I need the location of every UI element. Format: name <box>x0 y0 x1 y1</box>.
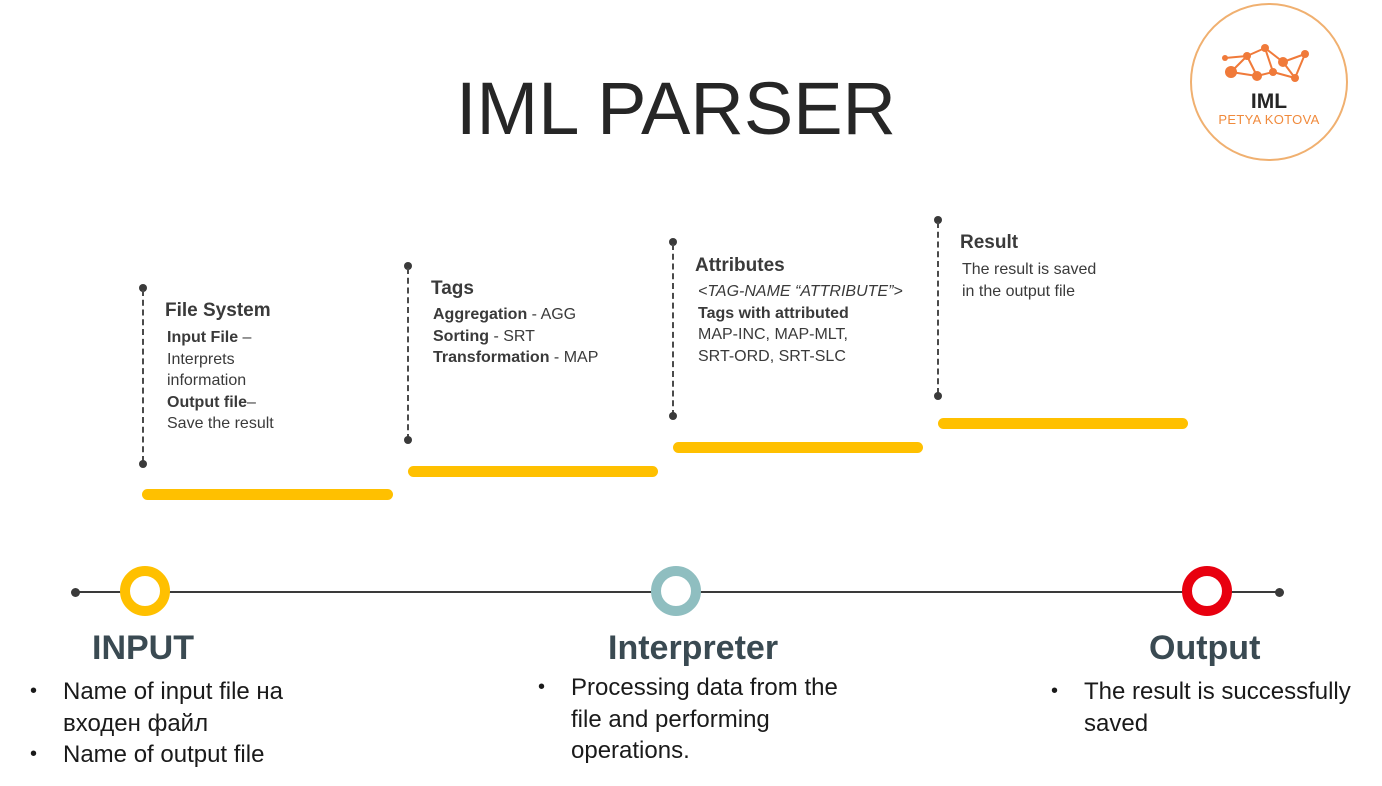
step-dashed-line <box>407 268 409 440</box>
separator: - <box>549 349 564 366</box>
separator: - <box>527 306 541 323</box>
attribute-subheading: Tags with attributed <box>698 304 849 322</box>
step-line-bottom-dot <box>404 436 412 444</box>
tag-item: Transformation - MAP <box>433 347 598 369</box>
step-line-bottom-dot <box>669 412 677 420</box>
result-text: in the output file <box>962 282 1075 300</box>
iml-logo <box>1190 3 1348 161</box>
input-label: INPUT <box>92 629 194 667</box>
list-item: Name of input file на входен файл <box>30 676 330 739</box>
output-bullets: The result is successfully saved <box>1051 676 1381 739</box>
input-node <box>120 566 170 616</box>
step-line-top-dot <box>669 238 677 246</box>
logo-network-lines <box>1224 47 1306 79</box>
logo-text-iml: IML <box>1250 90 1288 113</box>
tag-item: Sorting - SRT <box>433 326 598 348</box>
output-node <box>1182 566 1232 616</box>
step-dashed-line <box>937 222 939 394</box>
interpreter-bullets: Processing data from the file and perfor… <box>538 672 868 767</box>
input-file-label: Input File <box>167 329 239 346</box>
step-title: File System <box>165 300 271 321</box>
step-dashed-line <box>142 290 144 462</box>
input-bullets: Name of input file на входен файл Name o… <box>30 676 330 771</box>
logo-network-nodes <box>1222 44 1309 82</box>
step-bar <box>408 466 658 477</box>
tag-code: SRT <box>503 327 535 345</box>
separator: – <box>238 329 252 346</box>
input-file-desc: information <box>167 372 247 389</box>
attribute-codes: SRT-ORD, SRT-SLC <box>698 347 846 365</box>
list-item: Name of output file <box>30 739 330 771</box>
tag-label: Aggregation <box>433 306 528 323</box>
logo-text-author: PETYA KOTOVA <box>1218 112 1320 127</box>
attribute-codes: MAP-INC, MAP-MLT, <box>698 326 848 343</box>
separator: – <box>246 393 256 411</box>
output-file-label: Output file <box>167 393 247 411</box>
list-item: The result is successfully saved <box>1051 676 1381 739</box>
step-line-top-dot <box>404 262 412 270</box>
attribute-syntax: <TAG-NAME “ATTRIBUTE”> <box>698 283 903 300</box>
interpreter-node <box>651 566 701 616</box>
step-title: Tags <box>431 278 474 299</box>
step-bar <box>938 418 1188 429</box>
step-dashed-line <box>672 244 674 416</box>
step-line-bottom-dot <box>139 460 147 468</box>
step-line-bottom-dot <box>934 392 942 400</box>
result-text: The result is saved <box>962 261 1097 278</box>
separator: - <box>489 327 504 345</box>
interpreter-label: Interpreter <box>608 629 779 667</box>
tag-code: AGG <box>540 306 577 323</box>
logo-ring <box>1190 3 1348 161</box>
step-body: Aggregation - AGG Sorting - SRT Transfor… <box>433 304 598 369</box>
input-file-desc: Interprets <box>167 350 235 368</box>
tag-item: Aggregation - AGG <box>433 304 598 326</box>
output-file-desc: Save the result <box>167 415 274 432</box>
tag-label: Transformation <box>433 349 550 366</box>
step-title: Result <box>960 232 1019 253</box>
list-item: Processing data from the file and perfor… <box>538 672 868 767</box>
step-body: Input File – Interprets information Outp… <box>167 327 274 435</box>
timeline-start-dot <box>71 588 80 597</box>
step-title: Attributes <box>695 255 785 276</box>
tag-label: Sorting <box>433 327 489 345</box>
output-label: Output <box>1149 629 1261 667</box>
tag-code: MAP <box>563 349 599 366</box>
timeline-end-dot <box>1275 588 1284 597</box>
step-bar <box>142 489 393 500</box>
step-body: The result is saved in the output file <box>962 259 1096 302</box>
step-bar <box>673 442 923 453</box>
step-line-top-dot <box>934 216 942 224</box>
step-line-top-dot <box>139 284 147 292</box>
step-body: <TAG-NAME “ATTRIBUTE”> Tags with attribu… <box>698 281 903 367</box>
page-title: IML PARSER <box>456 67 896 150</box>
